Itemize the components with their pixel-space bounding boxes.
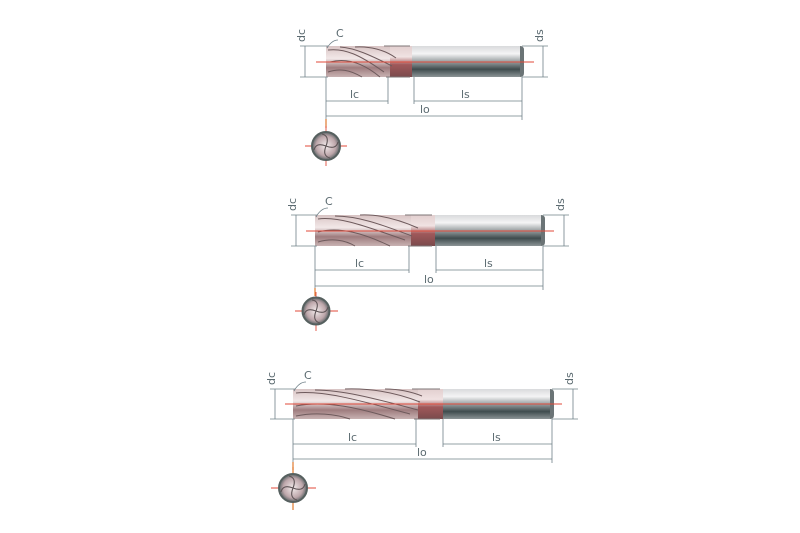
ls-label: ls bbox=[461, 88, 470, 101]
flute-helix bbox=[295, 388, 423, 420]
lo-dimension: lo bbox=[315, 273, 543, 287]
dc-dimension: dc bbox=[295, 29, 328, 78]
ls-label: ls bbox=[484, 257, 493, 270]
lc-label: lc bbox=[355, 257, 364, 270]
lo-dimension: lo bbox=[293, 446, 552, 460]
lo-dimension: lo bbox=[326, 103, 522, 117]
end-view bbox=[271, 462, 316, 510]
end-mill-drawing-1: dc C ds lc ls lo bbox=[295, 27, 548, 166]
ds-dimension: ds bbox=[522, 29, 548, 78]
ls-dimension: ls bbox=[443, 431, 552, 445]
tool-body bbox=[326, 45, 524, 78]
tool-body bbox=[315, 214, 545, 247]
lo-label: lo bbox=[417, 446, 427, 459]
corner-label: C bbox=[336, 27, 344, 40]
dc-dimension: dc bbox=[286, 198, 317, 247]
corner-callout: C bbox=[315, 195, 333, 218]
ds-label: ds bbox=[563, 372, 576, 385]
corner-label: C bbox=[325, 195, 333, 208]
dc-dimension: dc bbox=[265, 372, 295, 420]
ls-dimension: ls bbox=[436, 257, 543, 271]
lc-dimension: lc bbox=[293, 431, 416, 445]
shank-chamfer bbox=[541, 215, 545, 246]
corner-callout: C bbox=[293, 369, 312, 392]
dc-label: dc bbox=[265, 372, 278, 385]
corner-label: C bbox=[304, 369, 312, 382]
ds-label: ds bbox=[554, 198, 567, 211]
end-mill-drawing-2: dc C ds lc ls lo bbox=[286, 195, 569, 331]
lc-dimension: lc bbox=[315, 257, 409, 271]
lo-label: lo bbox=[420, 103, 430, 116]
ds-dimension: ds bbox=[543, 198, 569, 247]
ds-dimension: ds bbox=[552, 372, 578, 420]
dc-label: dc bbox=[295, 29, 308, 42]
ds-label: ds bbox=[533, 29, 546, 42]
shank bbox=[432, 215, 541, 246]
ls-label: ls bbox=[492, 431, 501, 444]
dc-label: dc bbox=[286, 198, 299, 211]
ls-dimension: ls bbox=[414, 88, 522, 102]
lo-label: lo bbox=[424, 273, 434, 286]
lc-label: lc bbox=[348, 431, 357, 444]
shank-chamfer bbox=[520, 46, 524, 77]
lc-dimension: lc bbox=[326, 88, 388, 102]
end-view bbox=[295, 288, 338, 331]
corner-callout: C bbox=[326, 27, 344, 49]
end-mill-drawing-3: dc C ds lc ls lo bbox=[265, 369, 578, 510]
shank bbox=[410, 46, 520, 77]
lc-label: lc bbox=[350, 88, 359, 101]
end-view bbox=[305, 119, 347, 166]
